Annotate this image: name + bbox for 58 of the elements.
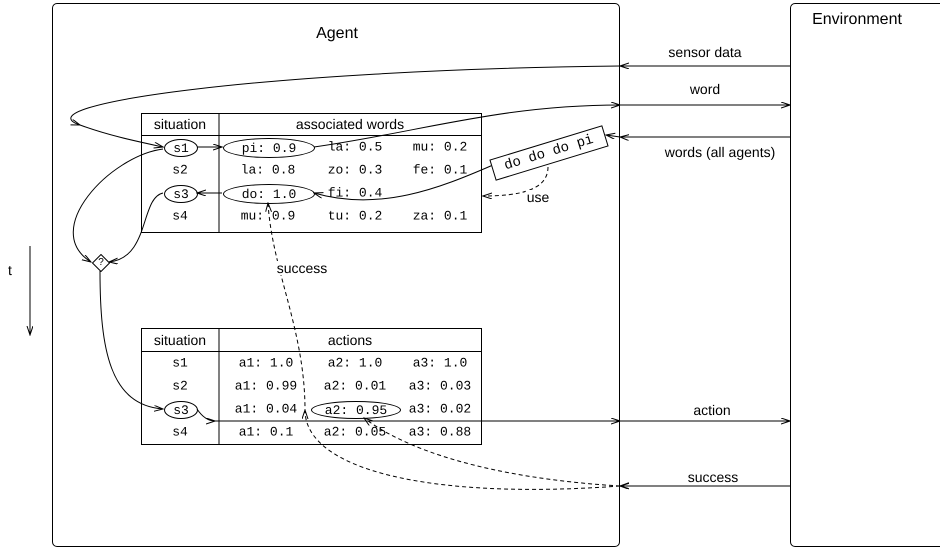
- arrow: [72, 148, 164, 262]
- action-score: a2: 0.05: [324, 426, 386, 438]
- action-score: a1: 0.1: [238, 426, 294, 438]
- action-score: a3: 0.03: [408, 380, 472, 392]
- arrow: [196, 144, 222, 150]
- action-score: a1: 0.04: [234, 402, 298, 416]
- situation-id: s2: [172, 164, 188, 176]
- action-score: a2: 1.0: [328, 356, 382, 370]
- word-score: mu: 0.2: [412, 140, 468, 154]
- situation-oval: s1: [164, 139, 198, 157]
- arrow: [314, 164, 494, 200]
- word-score: tu: 0.2: [328, 210, 382, 222]
- situation-id: s4: [172, 210, 188, 222]
- utterance-box: do do do pi: [489, 125, 609, 181]
- action-score: a2: 0.01: [324, 380, 386, 392]
- edge-label: word: [688, 82, 722, 96]
- action-score: a3: 1.0: [412, 356, 468, 370]
- arrow: [196, 190, 222, 196]
- arrow: [196, 408, 790, 424]
- panel-title: Environment: [812, 12, 902, 28]
- word-score: la: 0.8: [240, 164, 296, 176]
- column-header: associated words: [296, 117, 404, 131]
- situation-id: s4: [172, 426, 188, 438]
- word-oval: pi: 0.9: [223, 138, 315, 158]
- arrow: [70, 62, 790, 148]
- action-oval: a2: 0.95: [311, 401, 401, 419]
- word-score: la: 0.5: [328, 140, 382, 154]
- edge-label: sensor data: [667, 45, 743, 59]
- arrow: [100, 270, 164, 411]
- arrow: [482, 166, 548, 200]
- edge-label: use: [526, 190, 550, 204]
- arrow: [108, 192, 164, 264]
- word-score: fe: 0.1: [412, 164, 468, 176]
- edge-label: words (all agents): [664, 145, 776, 159]
- situation-oval: s3: [164, 185, 198, 203]
- word-score: zo: 0.3: [328, 164, 382, 176]
- arrow: [314, 102, 790, 148]
- situation-id: s2: [172, 380, 188, 392]
- action-score: a1: 0.99: [234, 380, 298, 392]
- column-header: situation: [154, 333, 206, 347]
- edge-label: action: [692, 403, 732, 417]
- word-score: za: 0.1: [412, 210, 468, 222]
- action-score: a1: 1.0: [238, 356, 294, 370]
- word-score: fi: 0.4: [328, 186, 382, 200]
- axis-label: t: [8, 263, 12, 277]
- edge-label: success: [276, 261, 328, 275]
- situation-oval: s3: [164, 401, 198, 419]
- panel-title: Agent: [316, 26, 358, 42]
- column-header: actions: [328, 333, 372, 347]
- word-score: mu: 0.9: [240, 210, 296, 222]
- action-score: a3: 0.02: [408, 402, 472, 416]
- environment-panel: [790, 3, 940, 547]
- situation-id: s1: [172, 356, 188, 370]
- decision-diamond: ?: [92, 254, 110, 272]
- column-header: situation: [154, 117, 206, 131]
- word-oval: do: 1.0: [223, 184, 315, 204]
- arrow: [605, 132, 790, 140]
- action-score: a3: 0.88: [408, 426, 472, 438]
